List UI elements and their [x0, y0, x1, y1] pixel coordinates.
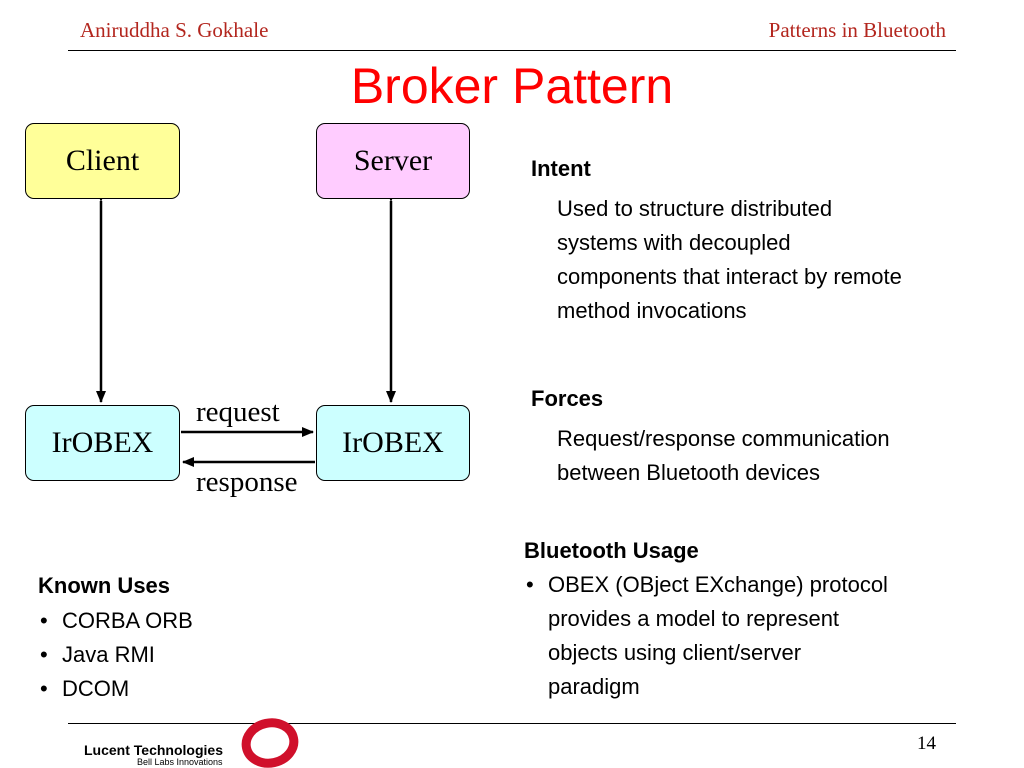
forces-text: Request/response communication between B…: [557, 426, 890, 485]
header-rule: [68, 50, 956, 51]
list-item: CORBA ORB: [38, 604, 193, 638]
server-box: Server: [316, 123, 470, 199]
page-number: 14: [917, 733, 936, 754]
usage-heading: Bluetooth Usage: [524, 538, 699, 563]
client-box: Client: [25, 123, 180, 199]
known-uses-heading: Known Uses: [38, 573, 171, 598]
known-uses-list: CORBA ORB Java RMI DCOM: [38, 604, 193, 706]
lucent-ring-icon: [241, 718, 299, 768]
list-item: Java RMI: [38, 638, 193, 672]
irobex-server-box: IrOBEX: [316, 405, 470, 481]
intent-text: Used to structure distributed systems wi…: [557, 196, 902, 323]
irobex-client-box: IrOBEX: [25, 405, 180, 481]
logo-tagline: Bell Labs Innovations: [137, 757, 223, 767]
list-item: OBEX (OBject EXchange) protocol provides…: [524, 568, 888, 704]
response-label: response: [196, 466, 298, 498]
list-item: DCOM: [38, 672, 193, 706]
logo-name: Lucent Technologies: [84, 742, 223, 758]
header-topic: Patterns in Bluetooth: [768, 18, 946, 42]
slide-title: Broker Pattern: [350, 58, 674, 114]
request-label: request: [196, 396, 280, 428]
usage-list: OBEX (OBject EXchange) protocol provides…: [524, 568, 888, 704]
forces-heading: Forces: [531, 386, 604, 411]
intent-heading: Intent: [531, 156, 591, 181]
footer-rule: [68, 723, 956, 724]
header-author: Aniruddha S. Gokhale: [80, 18, 269, 42]
